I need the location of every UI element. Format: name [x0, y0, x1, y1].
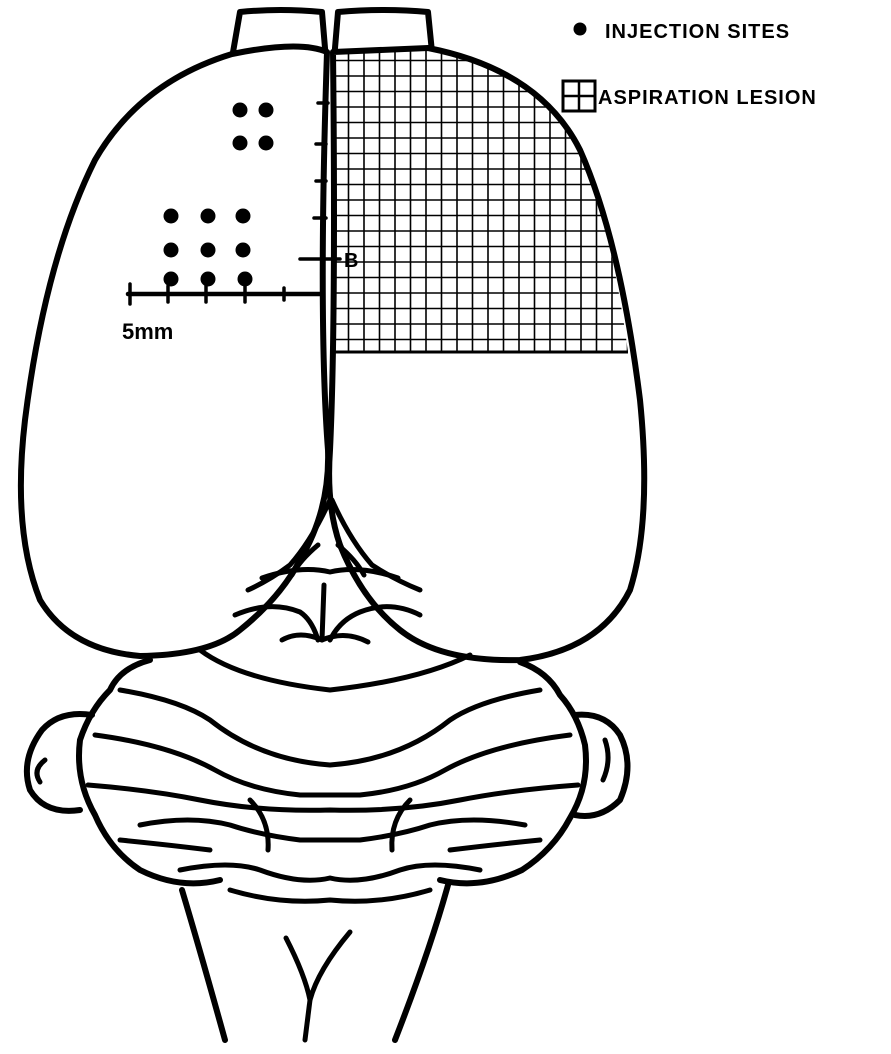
marker-b-label: B	[344, 250, 358, 272]
injection-site-dot	[164, 272, 179, 287]
injection-site-dot	[201, 209, 216, 224]
brainstem-y-mark	[286, 932, 350, 1000]
legend-aspiration-lesion-label: ASPIRATION LESION	[598, 87, 817, 109]
injection-site-dot	[201, 272, 216, 287]
injection-site-dot	[259, 136, 274, 151]
injection-site-dot	[233, 136, 248, 151]
injection-site-dot	[236, 209, 251, 224]
injection-site-dot	[164, 243, 179, 258]
cerebellum	[79, 650, 586, 901]
legend-injection-dot	[574, 23, 587, 36]
injection-site-dot	[233, 103, 248, 118]
scale-bar-label: 5mm	[122, 319, 173, 344]
brainstem	[182, 885, 448, 1040]
injection-site-dot	[201, 243, 216, 258]
left-hemisphere	[21, 46, 328, 656]
injection-site-dot	[259, 103, 274, 118]
injection-site-dot	[164, 209, 179, 224]
legend-aspiration-swatch	[563, 81, 595, 111]
legend: INJECTION SITES ASPIRATION LESION	[563, 21, 817, 111]
injection-site-dot	[236, 243, 251, 258]
legend-injection-sites-label: INJECTION SITES	[605, 21, 790, 43]
